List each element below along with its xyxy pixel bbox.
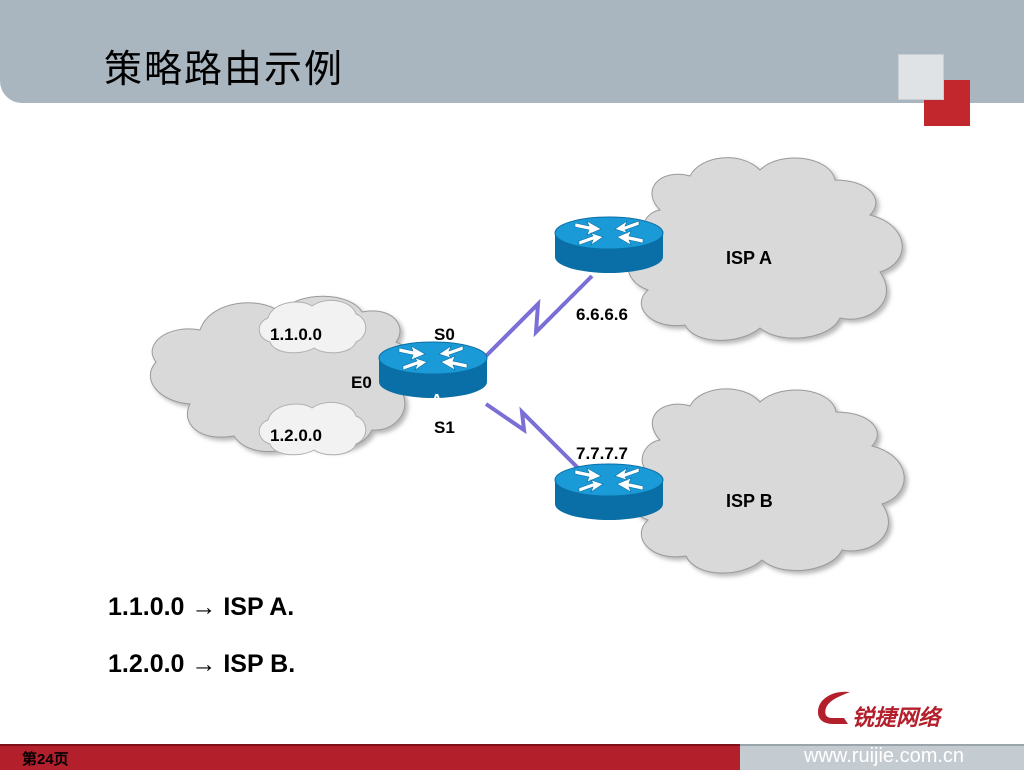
ruijie-logo-icon — [818, 691, 850, 724]
footer-red-bar — [0, 744, 740, 770]
network-2-cloud — [258, 401, 367, 456]
router-a — [378, 341, 488, 399]
bullet-1-src: 1.1.0.0 — [108, 593, 185, 621]
isp-b-label: ISP B — [726, 491, 773, 511]
decor-square-grey — [898, 54, 944, 100]
network-1-cloud — [258, 299, 367, 354]
isp-a-address: 6.6.6.6 — [576, 305, 628, 324]
arrow-right-icon: → — [191, 593, 217, 621]
bullet-1-dst: ISP A. — [223, 593, 295, 621]
bullet-2: 1.2.0.0 → ISP B. — [108, 650, 295, 679]
footer-grey-bar — [740, 744, 1024, 770]
network-1-label: 1.1.0.0 — [270, 325, 322, 344]
bullet-2-dst: ISP B. — [223, 650, 296, 678]
bullet-1: 1.1.0.0 → ISP A. — [108, 593, 294, 622]
isp-b-address: 7.7.7.7 — [576, 444, 628, 463]
isp-a-cloud — [627, 157, 903, 341]
router-a-label: A — [431, 392, 443, 409]
port-s1-label: S1 — [434, 418, 455, 437]
port-s0-label: S0 — [434, 325, 455, 344]
website-url: www.ruijie.com.cn — [804, 745, 965, 767]
page-number: 第24页 — [22, 751, 69, 768]
slide-title: 策略路由示例 — [104, 47, 345, 91]
arrow-right-icon: → — [191, 650, 217, 678]
isp-b-cloud — [627, 388, 905, 574]
network-2-label: 1.2.0.0 — [270, 426, 322, 445]
router-isp-a — [554, 216, 664, 274]
link-s0-isp-a — [484, 274, 594, 358]
router-isp-b — [554, 463, 664, 521]
logo-text: 锐捷网络 — [852, 705, 941, 730]
link-s1-isp-b — [484, 402, 592, 482]
header-bar — [0, 0, 1024, 103]
bullet-2-src: 1.2.0.0 — [108, 650, 185, 678]
port-e0-label: E0 — [351, 373, 372, 392]
isp-a-label: ISP A — [726, 248, 772, 268]
